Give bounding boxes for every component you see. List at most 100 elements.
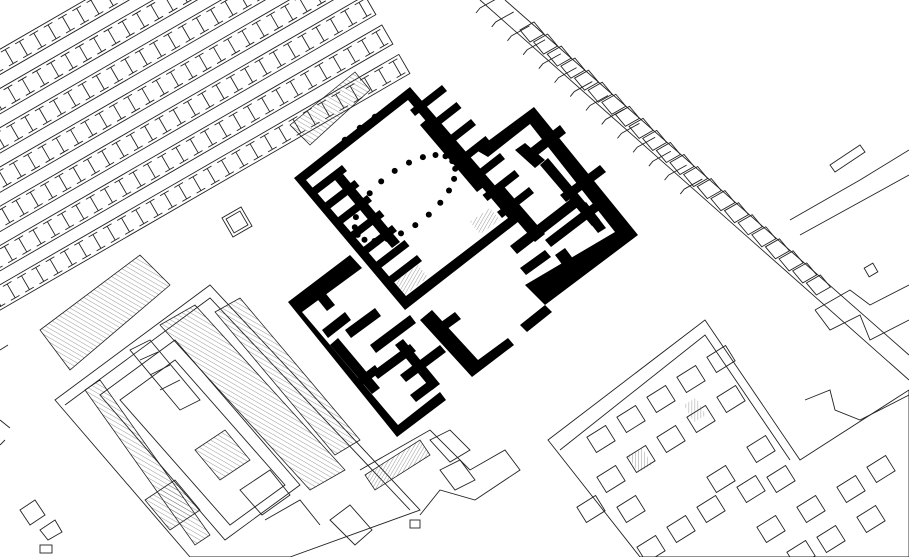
rowhouse-unit [116, 215, 135, 235]
insula-room [706, 344, 736, 374]
rowhouse-unit [31, 264, 49, 285]
peristyle-column [351, 224, 358, 231]
rowhouse-unit [199, 127, 218, 148]
rowhouse-unit [297, 32, 315, 53]
street-bay [723, 202, 750, 224]
rowhouse-unit [214, 119, 232, 140]
rowhouse-unit [51, 135, 69, 155]
rowhouse-unit [208, 44, 226, 64]
peristyle-column [446, 187, 452, 194]
insula-room [696, 494, 726, 524]
street-wall-segment [679, 178, 703, 195]
rowhouse-unit [82, 156, 101, 176]
rowhouse-unit [17, 76, 35, 96]
peristyle-column [354, 231, 361, 238]
street-bay [628, 117, 654, 139]
rowhouse-unit [108, 102, 126, 122]
rowhouse-unit [340, 7, 358, 28]
south-wing-block [288, 255, 514, 437]
peristyle-column [398, 230, 404, 237]
rowhouse-unit [354, 0, 372, 20]
rowhouse-unit [157, 152, 175, 173]
rowhouse-unit [308, 0, 326, 7]
peristyle-column [361, 236, 368, 243]
insula-room [646, 384, 676, 414]
rowhouse-unit [163, 31, 181, 52]
rowhouse-unit [174, 182, 192, 202]
cell-wall [312, 165, 347, 194]
street-bay [682, 165, 709, 188]
rowhouse-unit [257, 94, 275, 115]
rowhouse-unit [234, 0, 252, 10]
insula-room [666, 514, 696, 544]
rowhouse-unit [231, 149, 249, 169]
rowhouse-unit [103, 26, 121, 47]
rowhouse-unit [0, 168, 12, 188]
rowhouse-unit [371, 28, 389, 49]
peristyle-column [358, 202, 364, 209]
rowhouse-strip [0, 0, 326, 207]
rowhouse-unit [25, 189, 43, 209]
rowhouse-unit [97, 148, 115, 168]
rowhouse-unit [374, 66, 392, 87]
insula-room [596, 464, 626, 494]
highlighted-building [288, 85, 638, 437]
insula-room [756, 514, 786, 544]
insula-room [836, 474, 866, 504]
rowhouse-unit [220, 0, 238, 19]
street-bay [778, 250, 804, 272]
rowhouse-unit [29, 30, 47, 50]
rowhouse-unit [99, 185, 118, 206]
rowhouse-unit [268, 49, 286, 69]
rowhouse-unit [191, 14, 209, 35]
rowhouse-unit [46, 59, 64, 80]
rowhouse-unit [0, 130, 9, 151]
rowhouse-unit [357, 37, 375, 57]
rowhouse-unit [142, 160, 160, 181]
rowhouse-unit [20, 113, 38, 134]
insula-room [656, 424, 686, 454]
insula-room [716, 384, 746, 414]
rowhouse-unit [328, 53, 346, 74]
rowhouse-unit [151, 77, 169, 97]
street-bay [655, 141, 682, 164]
rowhouse-unit [245, 140, 263, 161]
rowhouse-unit [34, 105, 52, 126]
rowhouse-unit [211, 82, 229, 102]
rowhouse-unit [74, 43, 92, 63]
rowhouse-unit [117, 18, 135, 39]
rowhouse-unit [148, 39, 167, 60]
street-bay [532, 33, 559, 55]
rowhouse-unit [225, 73, 243, 94]
rowhouse-strip [0, 0, 360, 266]
rowhouse-unit [266, 11, 284, 31]
context-small-elements [0, 71, 421, 554]
street-wall-segment [522, 39, 546, 56]
rowhouse-unit [14, 235, 32, 255]
rowhouse-unit [3, 84, 21, 105]
street-wall-segment [554, 67, 577, 83]
rowhouse-strip [0, 0, 309, 178]
insula-room [636, 534, 666, 557]
insula-room [816, 524, 846, 554]
rowhouse-unit [131, 206, 149, 227]
rowhouse-unit [240, 65, 258, 86]
rowhouse-unit [283, 40, 301, 61]
peristyle-column [384, 235, 391, 242]
rowhouse-unit [251, 19, 269, 40]
context-street-band-east [475, 0, 909, 381]
rowhouse-unit [94, 110, 112, 130]
rowhouse-unit [0, 289, 6, 310]
cell-wall [468, 153, 505, 184]
rowhouse-unit [180, 60, 198, 81]
rowhouse-unit [89, 34, 107, 55]
rowhouse-unit [11, 197, 29, 218]
rowhouse-unit [8, 159, 26, 180]
rowhouse-unit [77, 80, 95, 101]
rowhouse-unit [274, 124, 292, 145]
street-bay [696, 178, 722, 200]
street-bay [587, 81, 613, 103]
rowhouse-unit [177, 23, 195, 43]
rowhouse-unit [60, 51, 78, 72]
